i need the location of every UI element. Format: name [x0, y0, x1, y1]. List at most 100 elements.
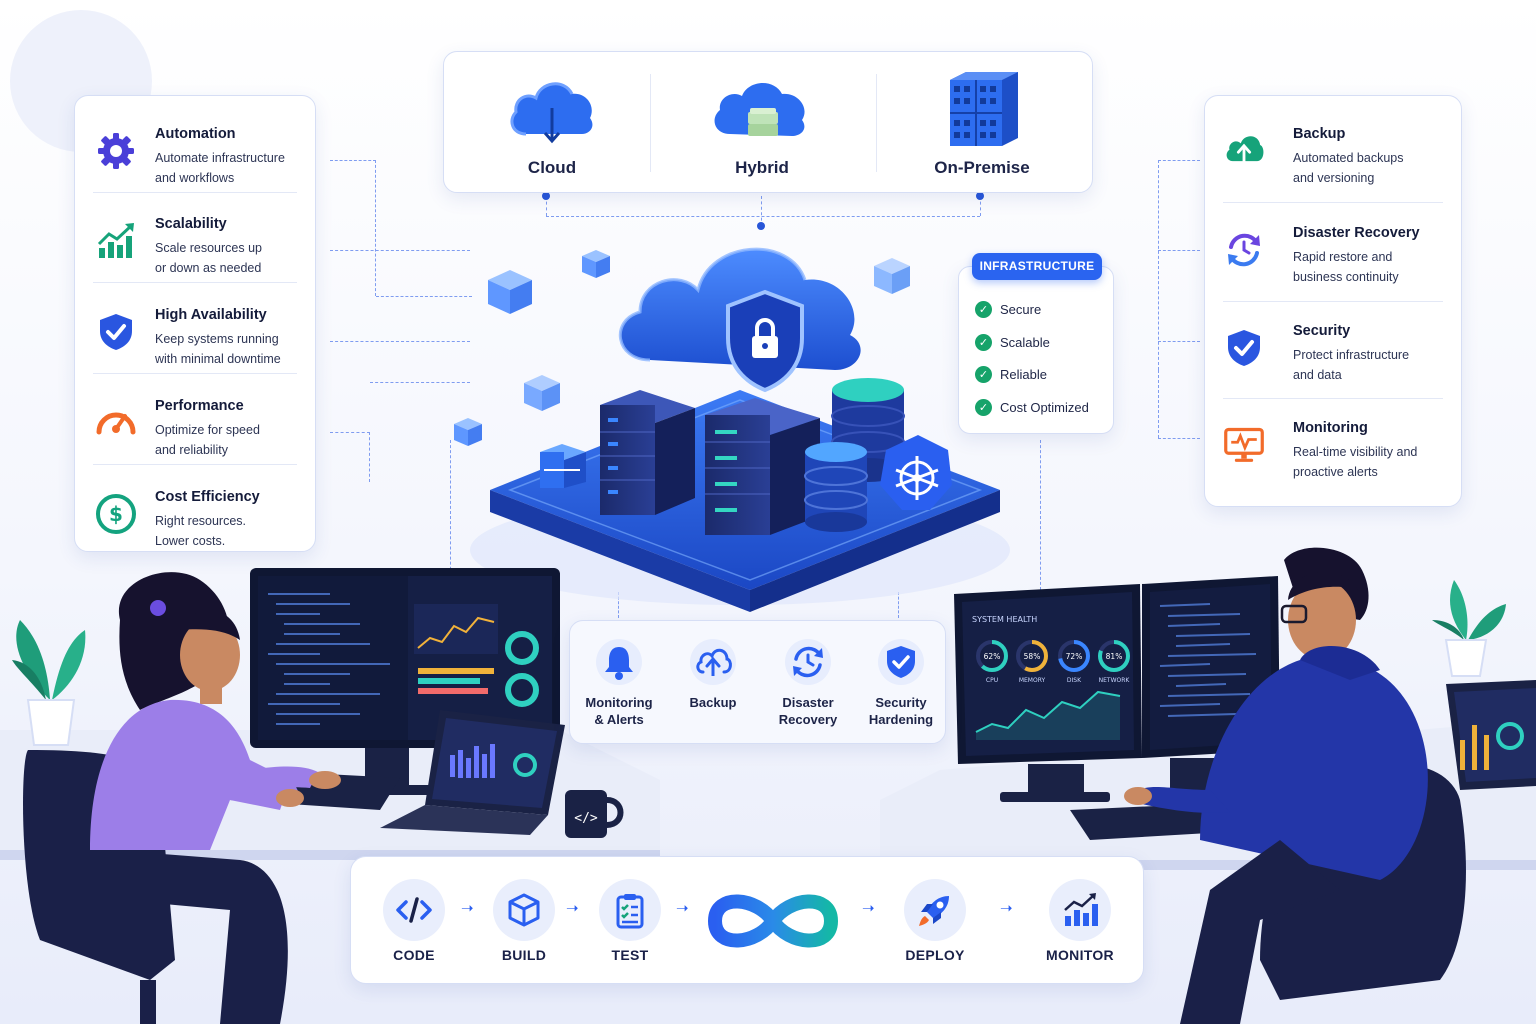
gauge-value: 62%	[984, 652, 1001, 661]
deployment-models-panel: Cloud Hybrid On-Premise	[443, 51, 1093, 193]
cloud-upload-icon	[690, 639, 736, 685]
pipeline-step-label: DEPLOY	[905, 947, 965, 963]
bell-icon	[596, 639, 642, 685]
gauge-fill	[1058, 640, 1090, 672]
server-rack-icon	[950, 72, 1018, 146]
feature-title: Disaster Recovery	[1293, 225, 1420, 241]
gauge-label: MEMORY	[1019, 677, 1046, 684]
gauge-icon	[95, 402, 137, 444]
feature-title: Backup	[1293, 126, 1346, 142]
gauge-label: DISK	[1067, 677, 1082, 684]
gauge-label: NETWORK	[1099, 677, 1131, 684]
cloud-upload-icon	[1223, 128, 1265, 170]
pipeline-step-label: CODE	[393, 947, 435, 963]
pipeline-step-label: TEST	[611, 947, 649, 963]
recovery-cycle-icon	[785, 639, 831, 685]
pipeline-step-label: MONITOR	[1046, 947, 1114, 963]
pipeline-step-code: CODE	[372, 857, 456, 985]
package-box-icon	[493, 879, 555, 941]
deployment-cloud: Cloud	[444, 52, 660, 194]
feature-title: Performance	[155, 398, 244, 414]
infrastructure-panel: ✓Secure ✓Scalable ✓Reliable ✓Cost Optimi…	[958, 266, 1114, 434]
growth-chart-icon	[95, 220, 137, 262]
pipeline-arrow-icon: ➝	[461, 900, 474, 917]
pipeline-arrow-icon: ➝	[862, 900, 875, 917]
deployment-label: On-Premise	[934, 158, 1030, 177]
operation-label: Monitoring& Alerts	[585, 695, 653, 727]
gauge-value: 58%	[1024, 652, 1041, 661]
infra-item-reliable: ✓Reliable	[975, 366, 1047, 383]
operation-monitoring-alerts: Monitoring& Alerts	[572, 621, 666, 745]
dollar-icon: $	[95, 493, 137, 535]
clipboard-checklist-icon	[599, 879, 661, 941]
pipeline-step-monitor: MONITOR	[1038, 857, 1122, 985]
gauge-fill	[1016, 640, 1048, 672]
shield-check-icon	[95, 311, 137, 353]
pipeline-step-test: TEST	[588, 857, 672, 985]
gauge-fill	[1098, 640, 1130, 672]
operation-backup: Backup	[666, 621, 760, 745]
gauge-fill	[976, 640, 1008, 672]
code-brackets-icon	[383, 879, 445, 941]
infrastructure-badge: INFRASTRUCTURE	[972, 253, 1102, 280]
feature-title: Automation	[155, 126, 236, 142]
left-workstation-illustration: </>	[0, 568, 660, 1024]
feature-desc: Right resources.Lower costs.	[155, 514, 247, 548]
svg-text:$: $	[109, 502, 123, 526]
check-icon: ✓	[975, 301, 992, 318]
rocket-icon	[904, 879, 966, 941]
pipeline-step-label: BUILD	[501, 947, 547, 963]
deployment-label: Hybrid	[735, 158, 789, 177]
feature-title: Security	[1293, 323, 1351, 339]
shield-check-icon	[878, 639, 924, 685]
cloud-download-icon	[510, 82, 593, 144]
gear-icon	[95, 130, 137, 172]
shield-check-icon	[1223, 327, 1265, 369]
check-icon: ✓	[975, 366, 992, 383]
infinity-loop-icon	[707, 894, 839, 948]
operation-label: Backup	[689, 695, 737, 710]
pipeline-step-deploy: DEPLOY	[893, 857, 977, 985]
pipeline-arrow-icon: ➝	[566, 900, 579, 917]
gauge-value: 72%	[1066, 652, 1083, 661]
deployment-label: Cloud	[527, 158, 577, 177]
recovery-cycle-icon	[1223, 229, 1265, 271]
feature-title: Monitoring	[1293, 420, 1368, 436]
infrastructure-illustration	[454, 247, 1010, 612]
check-icon: ✓	[975, 399, 992, 416]
feature-title: Cost Efficiency	[155, 489, 260, 505]
pipeline-step-build: BUILD	[482, 857, 566, 985]
feature-title: High Availability	[155, 307, 267, 323]
right-workstation-illustration: SYSTEM HEALTH 62%CPU58%MEMORY72%DISK81%N…	[880, 547, 1536, 1024]
feature-cost-efficiency: $ Cost Efficiency Right resources.Lower …	[75, 467, 315, 557]
monitor-pulse-icon	[1223, 424, 1265, 466]
deployment-hybrid: Hybrid	[654, 52, 870, 194]
mug-label: </>	[574, 811, 598, 826]
pipeline-arrow-icon: ➝	[1000, 900, 1013, 917]
bar-chart-icon	[1049, 879, 1111, 941]
feature-title: Scalability	[155, 216, 227, 232]
